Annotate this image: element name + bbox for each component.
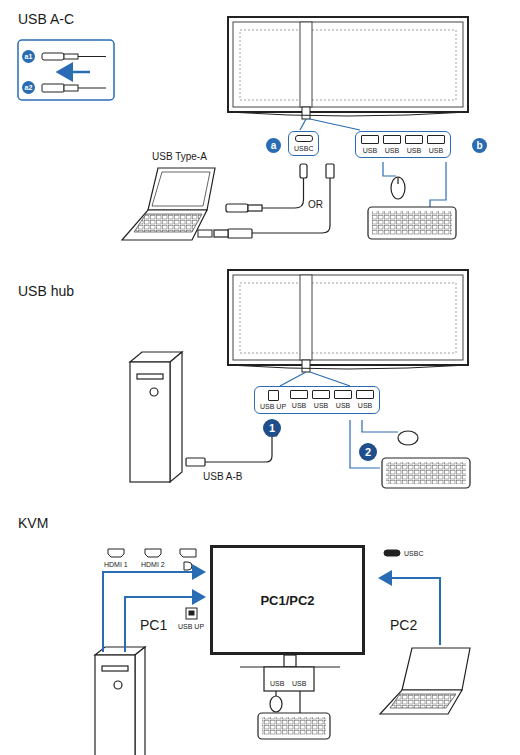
callout-number: 1 bbox=[263, 419, 281, 437]
port: USB bbox=[290, 390, 308, 410]
port-label: USB bbox=[407, 147, 421, 154]
port-icon bbox=[268, 390, 279, 401]
callout-number: 2 bbox=[359, 443, 377, 461]
monitor-front: PC1/PC2 bbox=[210, 545, 365, 655]
port-label: USB bbox=[363, 147, 377, 154]
port: USB bbox=[383, 135, 401, 154]
callout-number: b bbox=[472, 138, 487, 153]
port: USB bbox=[334, 390, 352, 410]
port-icon bbox=[427, 135, 445, 144]
callout-number: a bbox=[266, 138, 281, 153]
port-label: USB UP bbox=[260, 403, 286, 410]
port-label: USB bbox=[292, 402, 306, 409]
port: USBC bbox=[294, 135, 313, 152]
port-label: USB bbox=[358, 402, 372, 409]
port: USB bbox=[361, 135, 379, 154]
callout-number: a2 bbox=[22, 81, 35, 94]
port: USB bbox=[427, 135, 445, 154]
port-label: HDMI 2 bbox=[141, 561, 165, 568]
port-frame: USB UP USB USB USB USB bbox=[254, 386, 380, 414]
port-label: USB UP bbox=[178, 623, 204, 630]
pc-label: PC1 bbox=[140, 618, 167, 632]
device-label: USB Type-A bbox=[152, 152, 207, 162]
cable-label: USB A-B bbox=[203, 472, 242, 482]
port-icon bbox=[312, 390, 330, 399]
port-label: USB bbox=[385, 147, 399, 154]
port-icon bbox=[334, 390, 352, 399]
port-icon bbox=[290, 390, 308, 399]
port-label: USB bbox=[429, 147, 443, 154]
port: USB bbox=[405, 135, 423, 154]
port-icon bbox=[361, 135, 379, 144]
port-label: USBC bbox=[294, 145, 313, 152]
port: USB UP bbox=[260, 390, 286, 410]
monitor-label: PC1/PC2 bbox=[260, 593, 314, 608]
port: USB bbox=[312, 390, 330, 410]
port-icon bbox=[405, 135, 423, 144]
port-label: USB bbox=[270, 680, 284, 687]
port-frame: USBC bbox=[288, 131, 319, 156]
port: USB bbox=[356, 390, 374, 410]
or-label: OR bbox=[307, 200, 324, 210]
port-label: USB bbox=[336, 402, 350, 409]
section-title: USB hub bbox=[18, 284, 74, 298]
port-label: USB bbox=[314, 402, 328, 409]
pc-label: PC2 bbox=[390, 618, 417, 632]
section-title: USB A-C bbox=[18, 12, 74, 26]
port-label: HDMI 1 bbox=[104, 561, 128, 568]
port-icon bbox=[356, 390, 374, 399]
section-title: KVM bbox=[18, 516, 48, 530]
port-label: USBC bbox=[404, 550, 423, 557]
port-label: USB bbox=[292, 680, 306, 687]
port-frame: USB USB USB USB bbox=[355, 131, 451, 158]
callout-number: a1 bbox=[22, 50, 35, 63]
port-icon bbox=[295, 135, 313, 142]
port-icon bbox=[383, 135, 401, 144]
